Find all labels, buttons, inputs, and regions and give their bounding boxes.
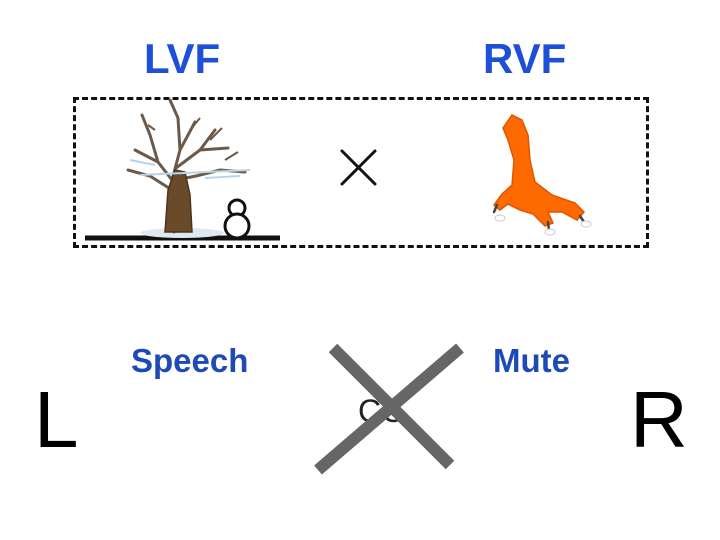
tree-icon <box>126 98 251 238</box>
speech-label: Speech <box>131 342 249 379</box>
fixation-cross-icon <box>340 149 377 186</box>
rvf-label: RVF <box>483 35 567 82</box>
lvf-label: LVF <box>144 35 221 82</box>
cut-x-icon <box>314 343 464 475</box>
mute-label: Mute <box>493 342 570 379</box>
left-side-label: L <box>34 375 79 464</box>
right-side-label: R <box>630 375 688 464</box>
screen-frame <box>73 97 649 248</box>
bird-foot-icon <box>492 114 592 236</box>
snowman-icon <box>223 198 251 240</box>
